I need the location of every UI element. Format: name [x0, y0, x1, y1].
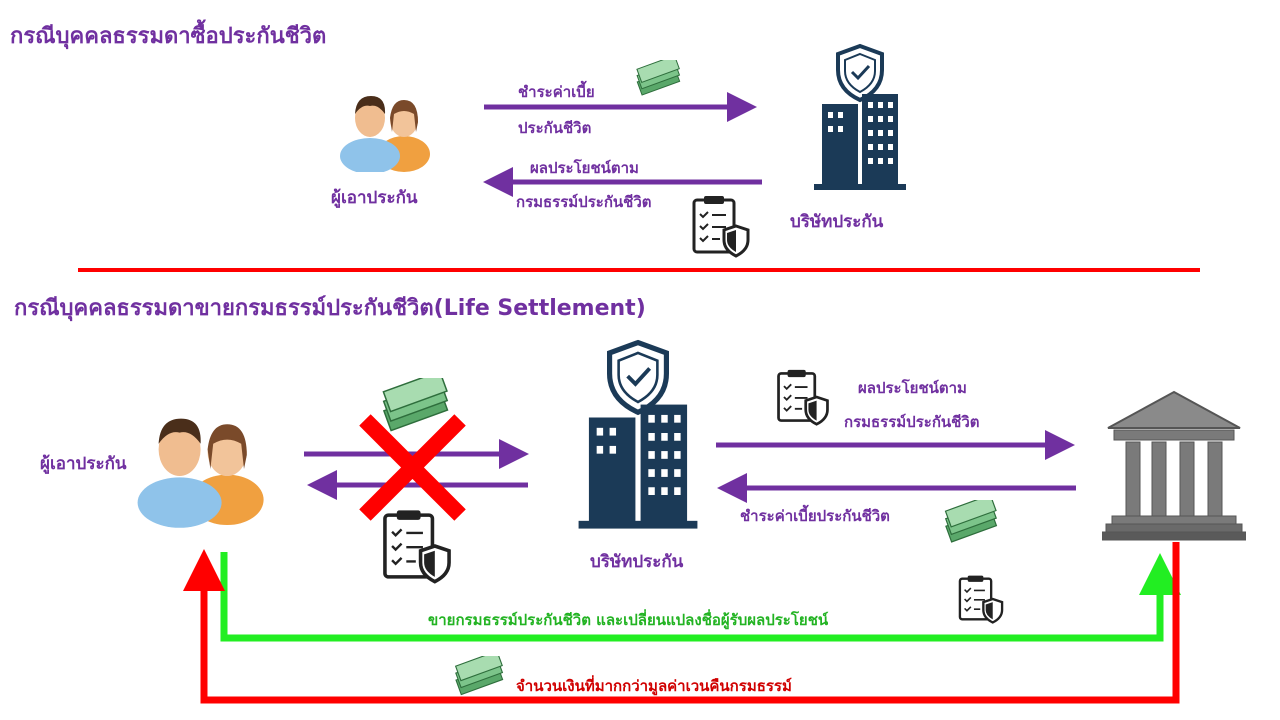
policy-clipboard-icon	[777, 369, 829, 426]
money-icon	[944, 500, 998, 543]
building-shield-icon	[814, 43, 906, 190]
policyholder-label-1: ผู้เอาประกัน	[331, 188, 418, 208]
people-icon	[340, 96, 430, 172]
benefit-line2-2: กรมธรรม์ประกันชีวิต	[844, 413, 980, 431]
policy-clipboard-icon	[383, 510, 451, 584]
people-icon	[137, 418, 264, 528]
bank-icon	[1102, 390, 1246, 541]
sell-policy-label: ขายกรมธรรม์ประกันชีวิต และเปลี่ยนแปลงชื่…	[428, 611, 829, 629]
section2-title: กรณีบุคคลธรรมดาขายกรมธรรม์ประกันชีวิต(Li…	[14, 296, 646, 321]
arrow-sell-policy	[220, 552, 1181, 642]
section1-title: กรณีบุคคลธรรมดาซื้อประกันชีวิต	[10, 24, 327, 49]
insurer-label-1: บริษัทประกัน	[790, 212, 884, 232]
policyholder-label-2: ผู้เอาประกัน	[40, 454, 127, 474]
pay-premium-line1: ชำระค่าเบี้ย	[518, 83, 595, 101]
building-shield-icon	[578, 339, 698, 529]
cash-amount-label: จำนวนเงินที่มากกว่ามูลค่าเวนคืนกรมธรรม์	[516, 677, 792, 695]
policy-clipboard-icon	[692, 196, 750, 258]
policy-clipboard-icon	[958, 575, 1004, 624]
money-icon	[382, 378, 449, 432]
arrow-cash-amount	[183, 542, 1180, 704]
money-icon	[454, 656, 504, 696]
benefit-line1-2: ผลประโยชน์ตาม	[858, 379, 967, 397]
benefit-line1: ผลประโยชน์ตาม	[530, 159, 639, 177]
insurer-label-2: บริษัทประกัน	[590, 552, 684, 572]
pay-premium-line2: ประกันชีวิต	[518, 119, 592, 137]
money-icon	[636, 60, 681, 96]
benefit-line2: กรมธรรม์ประกันชีวิต	[516, 193, 652, 211]
pay-premium-2: ชำระค่าเบี้ยประกันชีวิต	[740, 507, 890, 525]
